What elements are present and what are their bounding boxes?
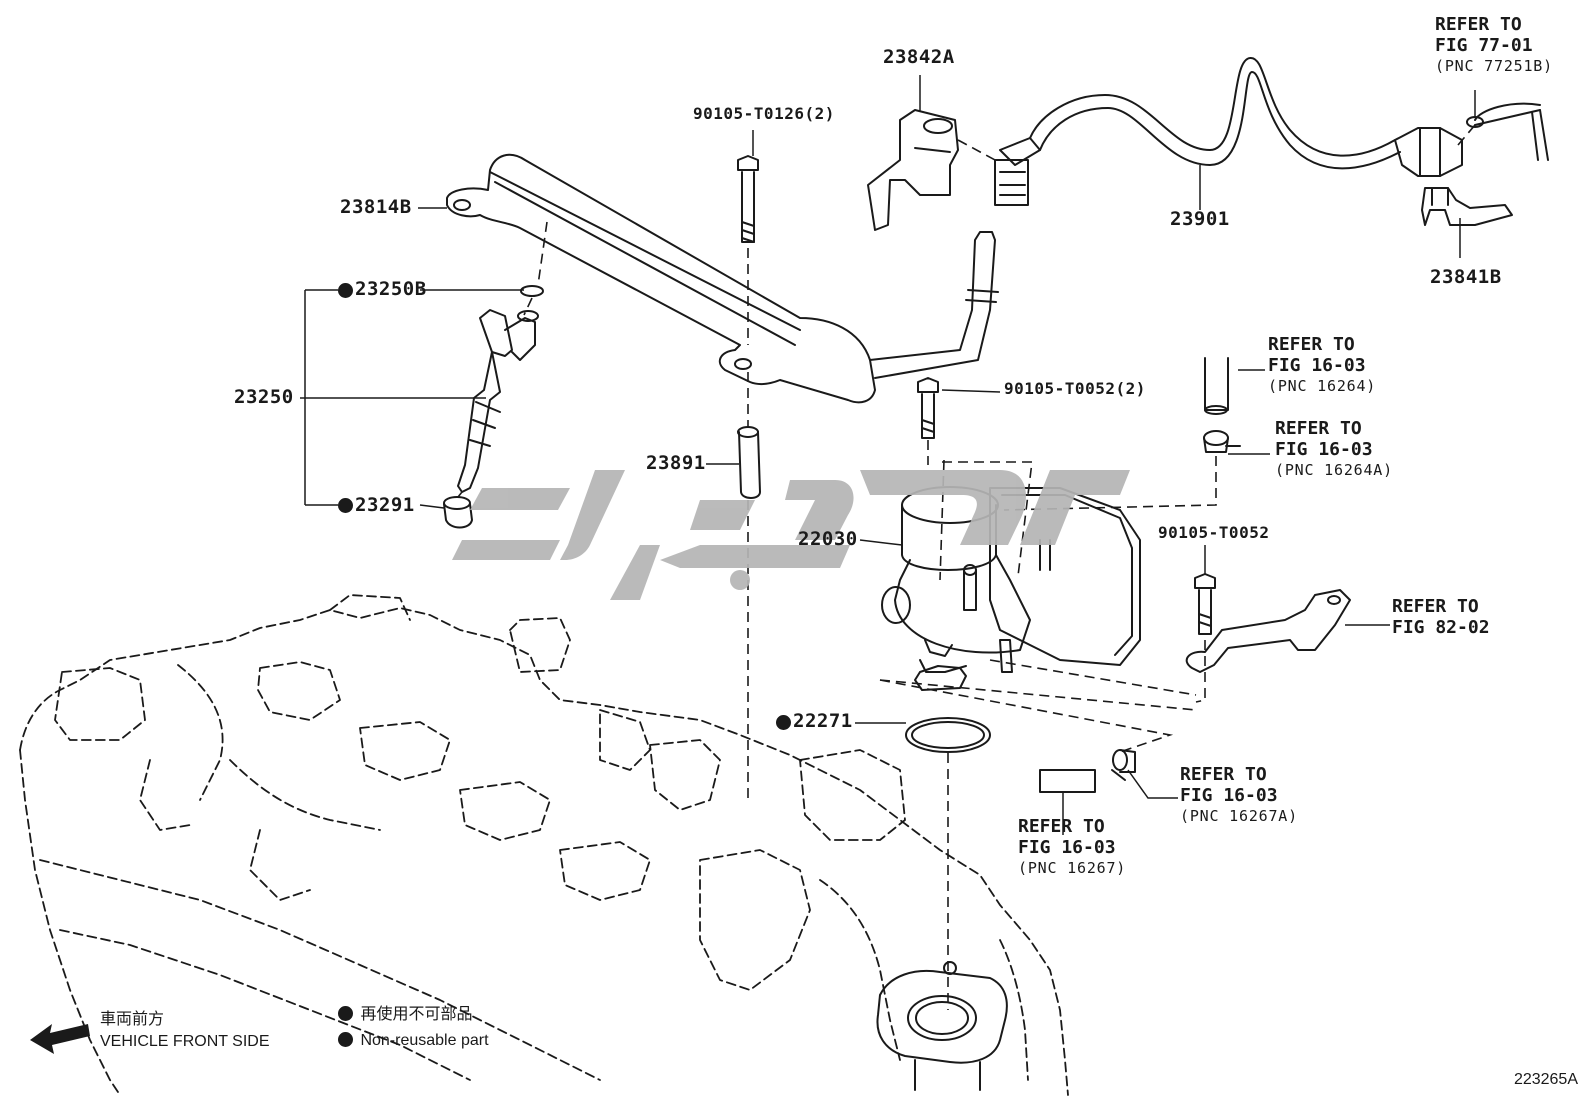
refer-line: REFER TO	[1268, 334, 1355, 355]
front-arrow-shape	[30, 1024, 90, 1054]
intake-port-flange	[876, 961, 1008, 1091]
refer-line: REFER TO	[1435, 14, 1522, 35]
refer-fig: FIG 16-03	[1268, 355, 1366, 376]
non-reusable-marker	[338, 283, 353, 298]
refer-fig: FIG 77-01	[1435, 35, 1533, 56]
hose-clamp-16264a	[1203, 430, 1241, 453]
fuel-injector	[457, 285, 544, 493]
hose-clamp-23842a	[867, 109, 959, 231]
part-label-23250b[interactable]: 23250B	[355, 278, 427, 300]
hose-clamp-16267a	[1111, 749, 1136, 781]
refer-fig-16-03-pnc-16264[interactable]: REFER TO FIG 16-03 (PNC 16264)	[1268, 334, 1376, 397]
refer-fig-16-03-pnc-16267a[interactable]: REFER TO FIG 16-03 (PNC 16267A)	[1180, 764, 1298, 827]
bolt-bracket	[1194, 573, 1216, 635]
watermark-logo	[452, 470, 1130, 600]
refer-pnc: (PNC 16267A)	[1180, 807, 1298, 825]
part-label-23891[interactable]: 23891	[646, 452, 706, 474]
bolt-upper	[737, 155, 759, 243]
refer-fig-82-02[interactable]: REFER TO FIG 82-02	[1392, 596, 1490, 638]
part-label-90105-t0052-2[interactable]: 90105-T0052(2)	[1004, 379, 1146, 398]
part-label-22030[interactable]: 22030	[798, 528, 858, 550]
part-label-23901[interactable]: 23901	[1170, 208, 1230, 230]
non-reusable-dot-icon	[338, 1032, 353, 1047]
non-reusable-dot-icon	[338, 1006, 353, 1021]
refer-fig-16-03-pnc-16264a[interactable]: REFER TO FIG 16-03 (PNC 16264A)	[1275, 418, 1393, 481]
engine-outline	[19, 594, 1069, 1096]
hose-16267	[1039, 769, 1096, 793]
refer-line: REFER TO	[1018, 816, 1105, 837]
legend-nonreusable-jp-row: 再使用不可部品	[338, 1006, 472, 1023]
part-label-23291[interactable]: 23291	[355, 494, 415, 516]
part-label-23842a[interactable]: 23842A	[883, 46, 955, 68]
injector-insulator	[443, 496, 473, 529]
refer-fig: FIG 16-03	[1180, 785, 1278, 806]
figure-id: 223265A	[1513, 1071, 1578, 1088]
refer-pnc: (PNC 77251B)	[1435, 57, 1553, 75]
part-label-90105-t0052[interactable]: 90105-T0052	[1158, 523, 1270, 542]
part-label-90105-t0126[interactable]: 90105-T0126(2)	[693, 104, 835, 123]
legend-nonreusable-jp: 再使用不可部品	[360, 1006, 473, 1023]
bolt-throttle	[917, 377, 939, 439]
refer-fig-16-03-pnc-16267[interactable]: REFER TO FIG 16-03 (PNC 16267)	[1018, 816, 1126, 879]
refer-line: REFER TO	[1275, 418, 1362, 439]
assembly-dashed-lines	[457, 124, 1476, 1010]
fuel-hose	[994, 57, 1549, 206]
part-label-23250[interactable]: 23250	[234, 386, 294, 408]
legend-nonreusable-en: Non-reusable part	[360, 1032, 489, 1049]
refer-line: REFER TO	[1180, 764, 1267, 785]
refer-pnc: (PNC 16264)	[1268, 377, 1377, 395]
legend-nonreusable-en-row: Non-reusable part	[338, 1032, 489, 1049]
part-label-22271[interactable]: 22271	[793, 710, 853, 732]
refer-line: REFER TO	[1392, 596, 1479, 617]
legend-front-jp: 車両前方	[100, 1011, 165, 1028]
refer-fig: FIG 16-03	[1275, 439, 1373, 460]
part-label-23841b[interactable]: 23841B	[1430, 266, 1502, 288]
leader-lines	[300, 75, 1476, 835]
refer-fig-77-01[interactable]: REFER TO FIG 77-01 (PNC 77251B)	[1435, 14, 1553, 77]
part-label-23814b[interactable]: 23814B	[340, 196, 412, 218]
spacer-collar	[737, 426, 761, 499]
hose-clip-23841b	[1421, 187, 1513, 226]
non-reusable-marker	[338, 498, 353, 513]
refer-fig: FIG 82-02	[1392, 617, 1490, 638]
throttle-bracket	[1185, 589, 1351, 673]
legend-front-en: VEHICLE FRONT SIDE	[100, 1033, 270, 1050]
refer-pnc: (PNC 16267)	[1018, 859, 1127, 877]
refer-pnc: (PNC 16264A)	[1275, 461, 1393, 479]
throttle-gasket	[905, 717, 991, 753]
hose-16264	[1204, 357, 1229, 415]
fuel-delivery-pipe	[446, 153, 999, 404]
non-reusable-marker	[776, 715, 791, 730]
refer-fig: FIG 16-03	[1018, 837, 1116, 858]
